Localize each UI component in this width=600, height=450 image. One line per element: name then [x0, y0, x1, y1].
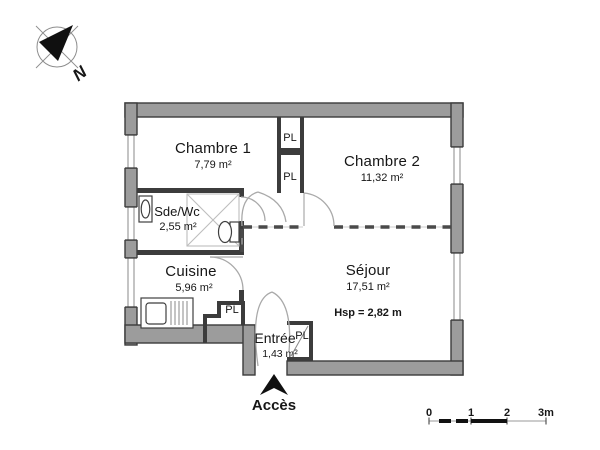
room-area-sdewc: 2,55 m² [159, 221, 197, 233]
fixtures [138, 193, 240, 329]
closet-label-cuisine: PL [225, 304, 238, 316]
scale-tick-1: 1 [468, 407, 474, 419]
window-icon [124, 257, 138, 308]
interior-walls [137, 117, 313, 361]
access-label: Accès [252, 397, 296, 414]
room-area-chambre2: 11,32 m² [361, 172, 404, 184]
windows [124, 134, 464, 321]
room-labels: Chambre 1 7,79 m² Chambre 2 11,32 m² Sde… [154, 132, 420, 360]
window-icon [450, 146, 464, 185]
closet-label-entree: PL [295, 330, 308, 342]
room-name-cuisine: Cuisine [165, 263, 216, 280]
closet-label-pl2: PL [283, 171, 296, 183]
dashed-partitions [240, 225, 451, 252]
room-name-chambre2: Chambre 2 [344, 153, 420, 170]
room-name-sejour: Séjour [346, 262, 391, 279]
access-arrow-icon [260, 374, 288, 395]
exterior-walls [124, 102, 464, 376]
window-icon [124, 206, 138, 241]
kitchen-sink-icon [140, 297, 194, 329]
scale-tick-2: 2 [504, 407, 510, 419]
scale-tick-3: 3m [538, 407, 554, 419]
washbasin-icon [138, 195, 153, 223]
window-icon [450, 252, 464, 321]
room-area-sejour: 17,51 m² [346, 281, 390, 293]
toilet-icon [217, 220, 240, 244]
room-name-chambre1: Chambre 1 [175, 140, 251, 157]
door-swings [209, 191, 335, 367]
room-area-chambre1: 7,79 m² [194, 159, 232, 171]
north-arrow-icon [39, 25, 73, 61]
room-name-entree: Entrée [254, 330, 295, 346]
window-icon [124, 134, 138, 169]
scale-bar: 0 1 2 3m [426, 407, 554, 425]
ceiling-height-label: Hsp = 2,82 m [334, 307, 402, 319]
access-indicator: Accès [252, 374, 296, 414]
room-area-entree: 1,43 m² [262, 348, 298, 360]
scale-tick-0: 0 [426, 407, 432, 419]
room-area-cuisine: 5,96 m² [175, 282, 213, 294]
compass-rose-icon: N [35, 25, 91, 85]
closet-label-pl1: PL [283, 132, 296, 144]
room-name-sdewc: Sde/Wc [154, 204, 200, 219]
north-label: N [69, 62, 91, 85]
